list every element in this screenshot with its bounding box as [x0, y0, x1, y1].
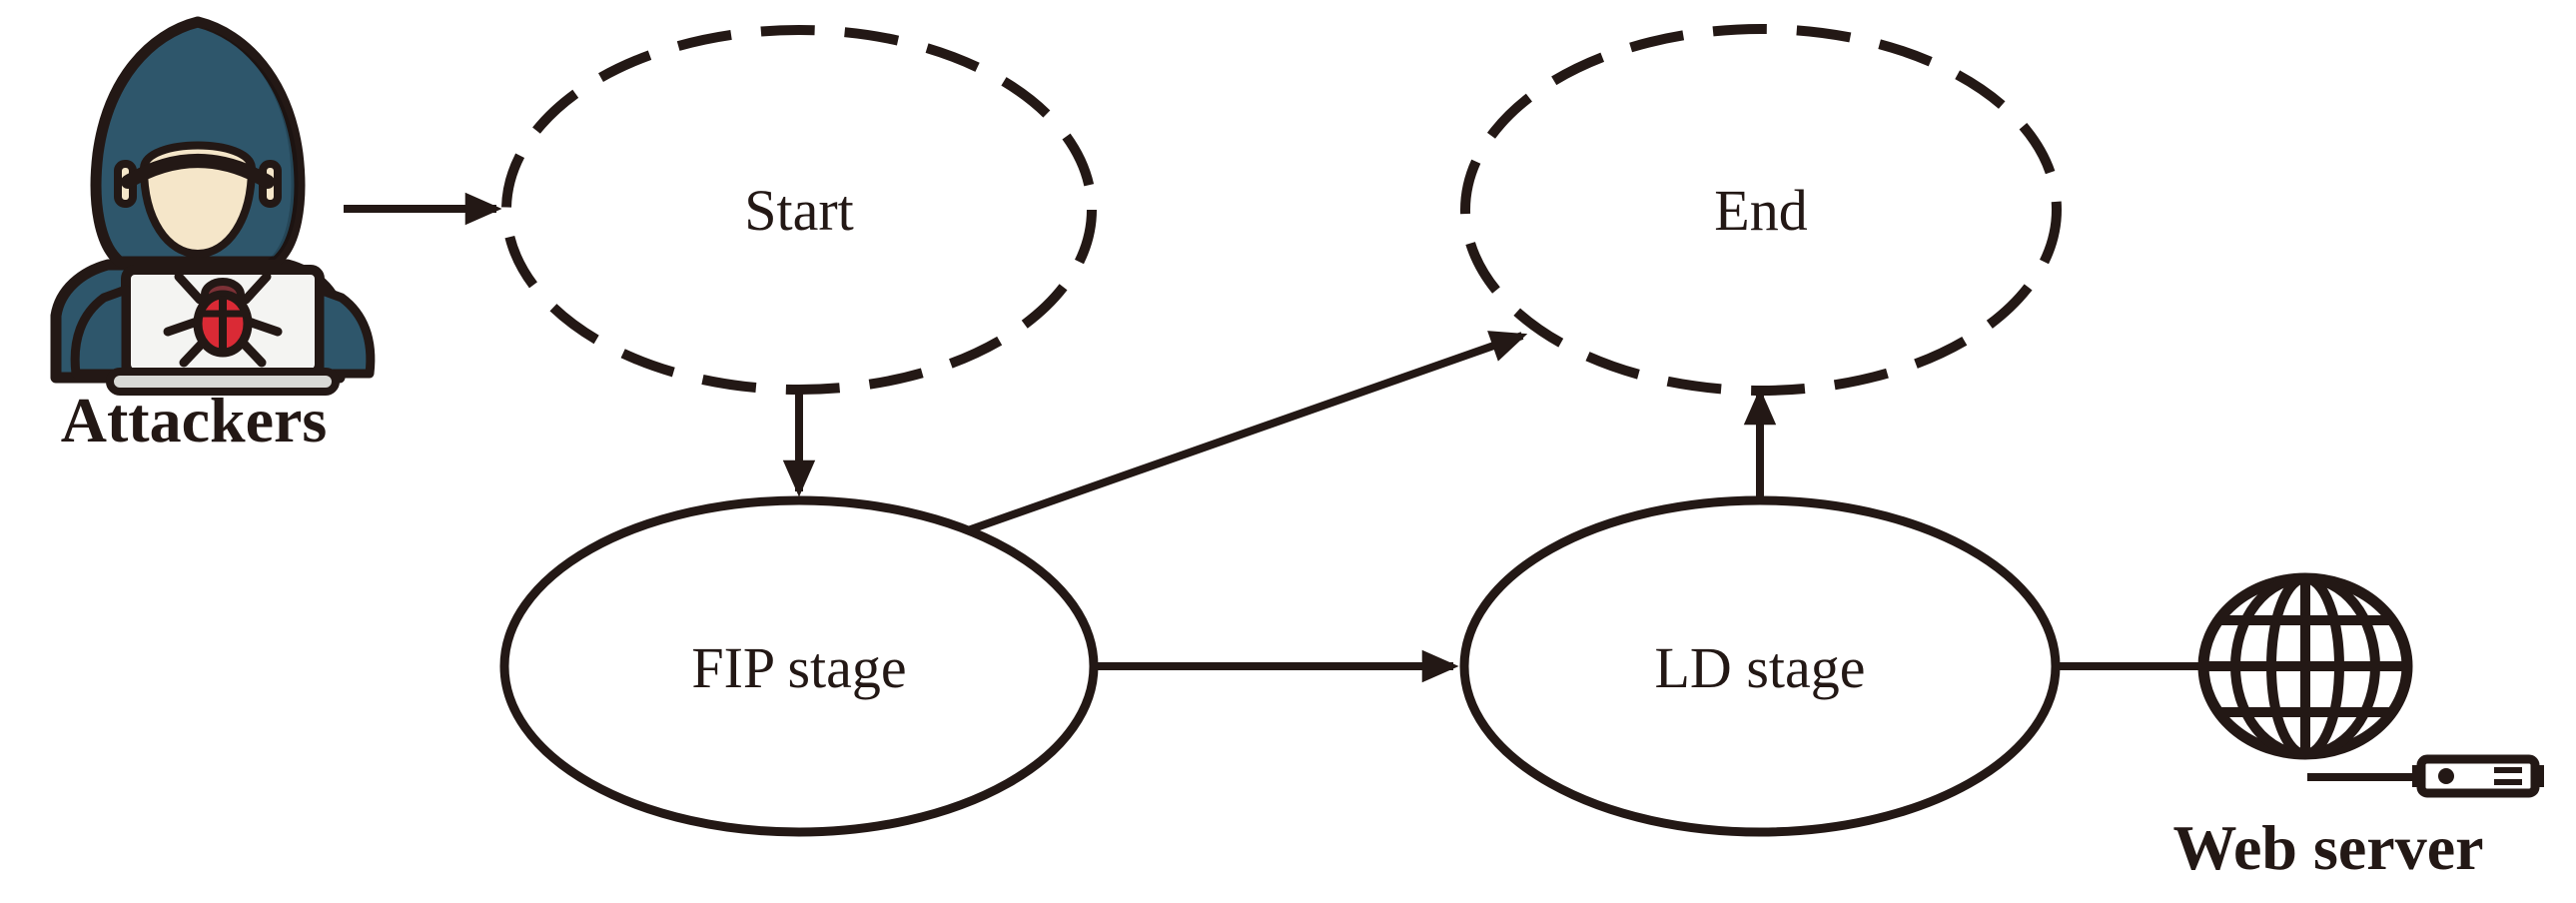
attacker-hood-rim [121, 154, 275, 189]
node-end-label: End [1714, 178, 1807, 243]
bug-leg [239, 339, 267, 368]
node-end: End [1460, 24, 2062, 396]
server-icon [2307, 754, 2544, 798]
attacker-face [140, 141, 256, 258]
node-end-ellipse [1460, 24, 2062, 396]
bug-leg [163, 317, 202, 337]
bug-leg [241, 272, 272, 305]
node-fip-label: FIP stage [691, 635, 906, 700]
server-led [2438, 768, 2454, 784]
attacker-hood-shade [198, 26, 299, 260]
web-server-label: Web server [2173, 812, 2484, 883]
node-start: Start [501, 25, 1097, 395]
bug-leg [179, 339, 207, 368]
bug-leg [244, 317, 283, 337]
attacker-sleeve-left [70, 285, 131, 379]
bug-leg [174, 272, 205, 305]
edge-fip-to-end [912, 331, 1528, 553]
node-ld-stage: LD stage [1459, 495, 2061, 837]
node-ld-label: LD stage [1655, 635, 1866, 700]
node-fip-ellipse [499, 495, 1099, 837]
globe-icon [2197, 572, 2413, 760]
node-start-ellipse [501, 25, 1097, 395]
node-ld-ellipse [1459, 495, 2061, 837]
node-fip-stage: FIP stage [499, 495, 1099, 837]
attackers-label: Attackers [61, 385, 328, 455]
node-start-label: Start [744, 178, 854, 243]
attacker-laptop-base [106, 368, 340, 396]
attacker-icon [50, 16, 376, 396]
attacker-sleeve-right [315, 285, 376, 379]
bug-icon [163, 272, 283, 368]
